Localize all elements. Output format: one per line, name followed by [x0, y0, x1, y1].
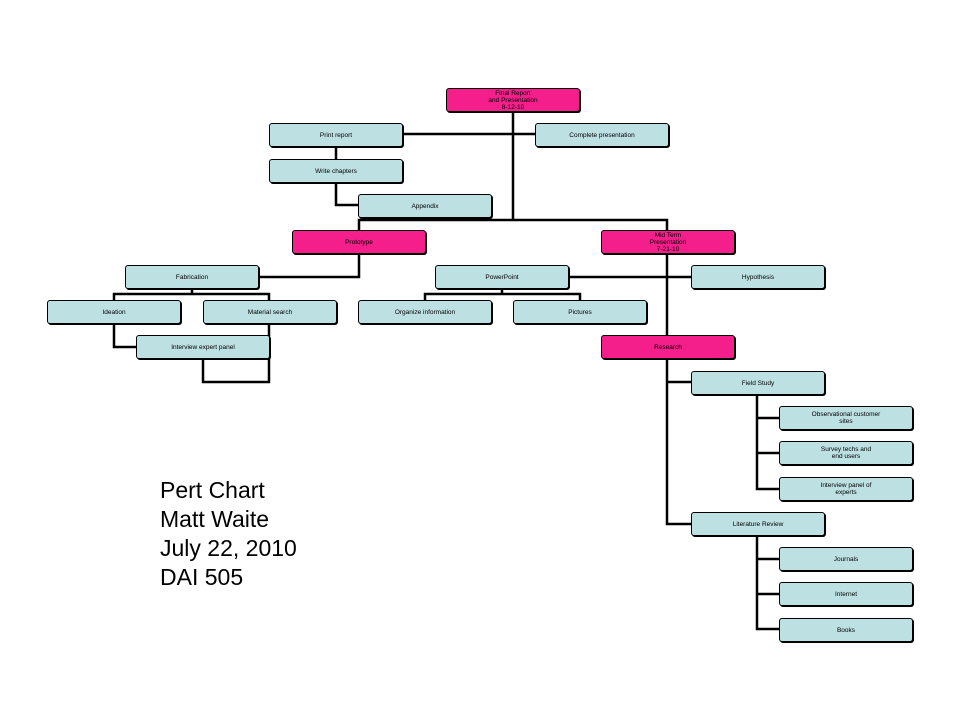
connector-fieldstudy-children — [755, 394, 779, 491]
node-fabrication: Fabrication — [125, 265, 259, 289]
connector-prototype-fabrication — [258, 253, 361, 279]
node-final-report: Final Report and Presentation 8-12-10 — [446, 88, 580, 112]
node-print-report: Print report — [269, 123, 403, 147]
node-observational-customer-sites: Observational customer sites — [779, 406, 913, 430]
caption-block: Pert Chart Matt Waite July 22, 2010 DAI … — [160, 476, 297, 592]
node-interview-expert-panel: Interview expert panel — [136, 335, 270, 359]
node-survey-techs: Survey techs and end users — [779, 441, 913, 465]
connector-litreview-children — [755, 536, 779, 631]
connector-final-trunk — [357, 111, 669, 230]
node-field-study: Field Study — [691, 371, 825, 395]
node-pictures: Pictures — [513, 300, 647, 324]
connector-ideation-interview — [112, 323, 136, 349]
connector-write-appendix — [334, 182, 358, 207]
node-interview-panel-experts: Interview panel of experts — [779, 477, 913, 501]
node-books: Books — [779, 618, 913, 642]
node-appendix: Appendix — [358, 194, 492, 218]
caption-date: July 22, 2010 — [160, 535, 297, 561]
connector-powerpoint-children — [423, 288, 582, 300]
node-write-chapters: Write chapters — [269, 159, 403, 183]
node-research: Research — [601, 335, 735, 359]
node-journals: Journals — [779, 547, 913, 571]
node-powerpoint: PowerPoint — [435, 265, 569, 289]
node-complete-presentation: Complete presentation — [535, 123, 669, 147]
node-hypothesis: Hypothesis — [691, 265, 825, 289]
node-prototype: Prototype — [292, 230, 426, 254]
node-internet: Internet — [779, 582, 913, 606]
node-ideation: Ideation — [47, 300, 181, 324]
node-literature-review: Literature Review — [691, 512, 825, 536]
connector-fabrication-children — [112, 288, 271, 300]
caption-author: Matt Waite — [160, 506, 270, 532]
node-material-search: Material search — [203, 300, 337, 324]
node-mid-term-presentation: Mid Term Presentation 7-21-10 — [601, 230, 735, 254]
connector-research-trunk — [665, 359, 691, 526]
caption-title: Pert Chart — [160, 477, 265, 503]
caption-course: DAI 505 — [160, 564, 244, 590]
node-organize-information: Organize information — [358, 300, 492, 324]
